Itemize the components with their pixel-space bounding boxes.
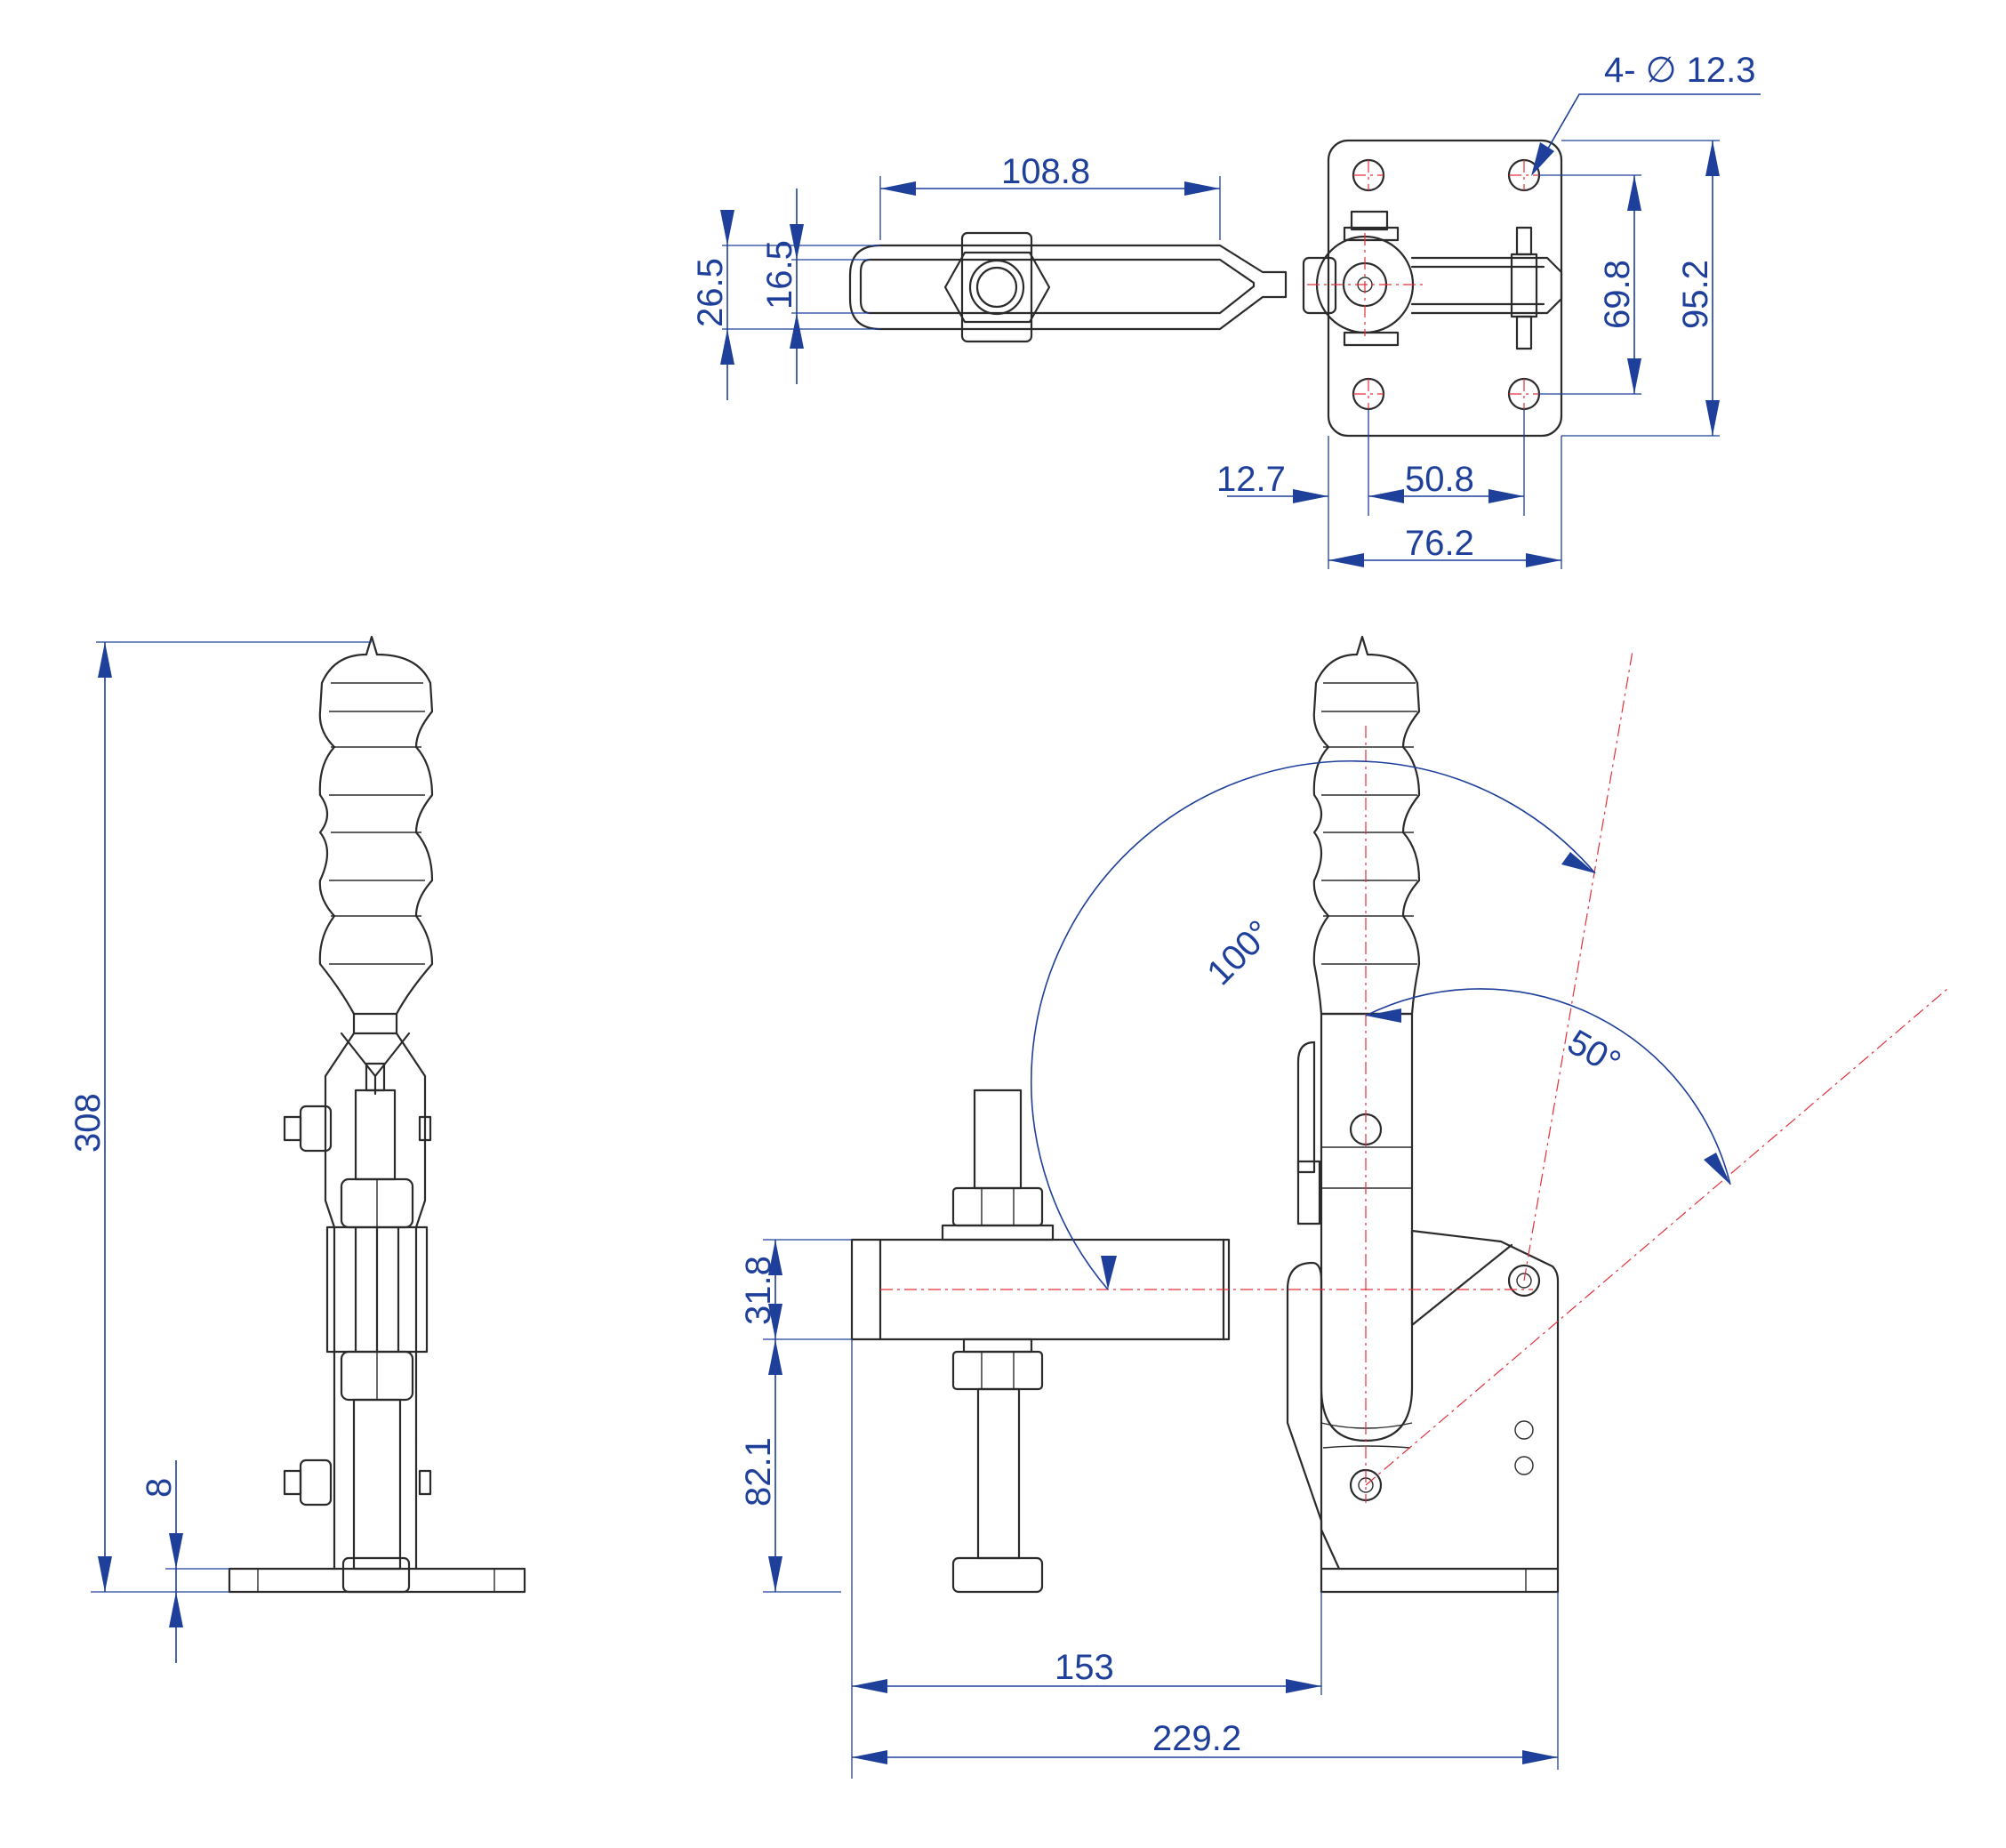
side-view <box>228 635 526 1594</box>
front-view-handle-arm <box>1320 1012 1414 1442</box>
dim-top-width-inner: 16.5 <box>760 240 799 309</box>
dim-angle-handle: 50° <box>1561 1023 1627 1083</box>
top-view-arm <box>848 244 1288 331</box>
dim-hole-spacing-x: 50.8 <box>1405 460 1474 499</box>
dim-angle-open: 100° <box>1200 913 1280 993</box>
dim-base-width-x: 76.2 <box>1405 524 1474 563</box>
top-view-pivot <box>1302 210 1563 350</box>
dim-reach: 153 <box>1055 1648 1114 1687</box>
dim-overall-length: 229.2 <box>1152 1719 1241 1758</box>
top-view <box>848 139 1563 438</box>
dim-base-width-y: 95.2 <box>1676 260 1715 329</box>
side-view-fork <box>324 1032 427 1442</box>
dim-total-height: 308 <box>68 1093 108 1153</box>
side-view-handle-grip <box>318 635 434 1016</box>
front-view <box>850 635 1948 1594</box>
dim-hole-spacing-y: 69.8 <box>1598 260 1637 329</box>
front-view-handle-grip <box>1312 635 1421 1016</box>
hole-spec-label: 4- ∅ 12.3 <box>1604 51 1756 90</box>
dimension-labels: 4- ∅ 12.3 108.8 26.5 16.5 69.8 95.2 12.7… <box>68 51 1756 1758</box>
dim-arm-height: 31.8 <box>739 1256 778 1325</box>
dim-hole-offset-x: 12.7 <box>1216 460 1286 499</box>
dim-top-arm-length: 108.8 <box>1001 152 1090 191</box>
dim-spindle-height: 82.1 <box>739 1437 778 1507</box>
front-view-base <box>1320 1567 1560 1594</box>
dimension-lines <box>91 93 1761 1779</box>
top-view-base-plate <box>1327 139 1563 438</box>
dim-top-width-outer: 26.5 <box>691 258 730 327</box>
dim-base-thickness: 8 <box>140 1478 179 1498</box>
top-view-spindle-nut <box>943 231 1051 343</box>
side-view-base-plate <box>228 1567 526 1594</box>
front-view-spindle <box>941 1089 1055 1594</box>
